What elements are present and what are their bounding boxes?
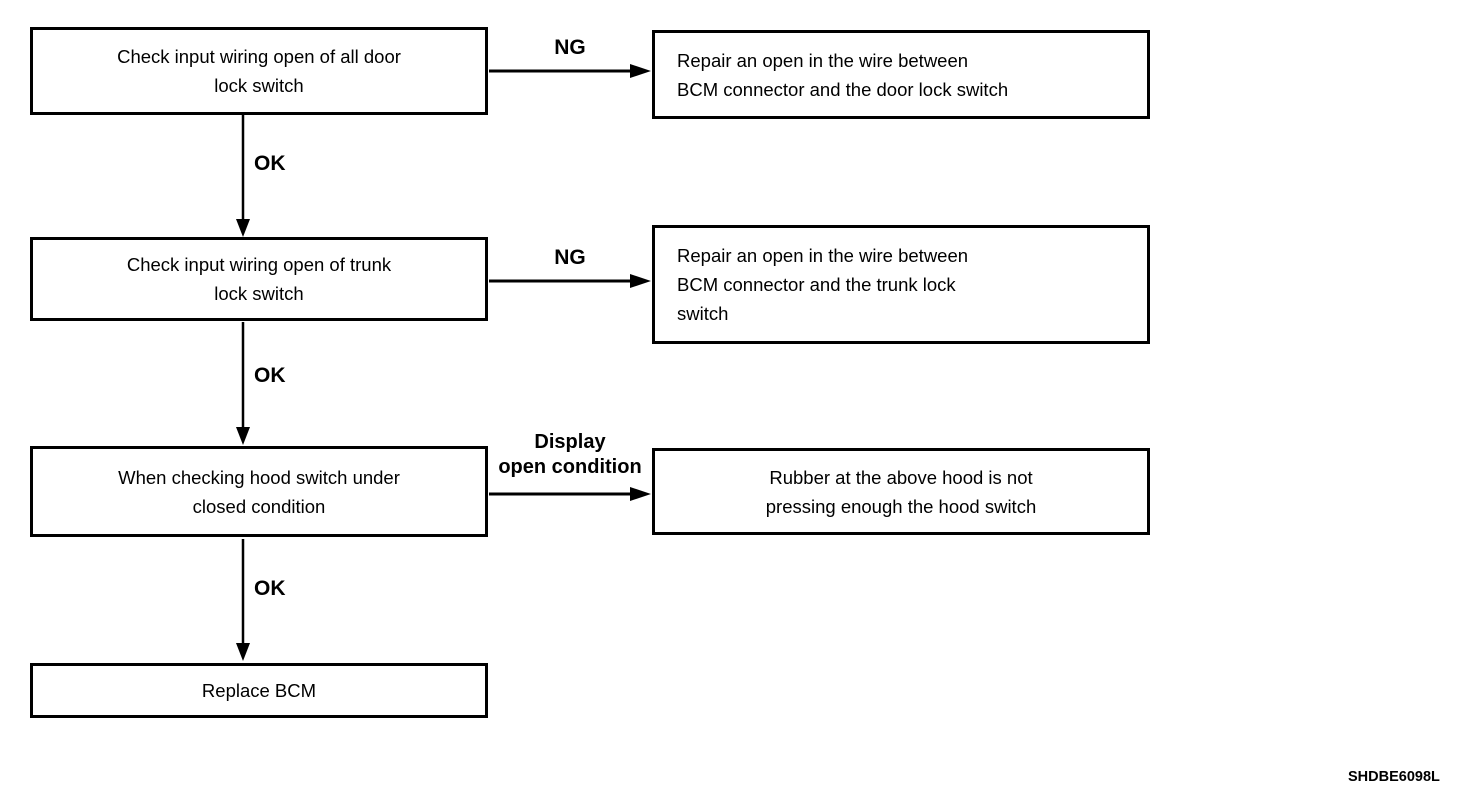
- flow-box-text: lock switch: [214, 75, 304, 96]
- arrow-ok-3: [236, 539, 250, 661]
- flow-box-text: When checking hood switch under: [118, 466, 400, 488]
- flow-box-repair-door-lock-wire: Repair an open in the wire between BCM c…: [652, 30, 1150, 119]
- flow-box-text: Repair an open in the wire between: [677, 245, 969, 266]
- edge-label-display-open-condition: Display open condition: [478, 430, 662, 480]
- edge-label-ok-1: OK: [254, 152, 286, 175]
- flow-box-text: Check input wiring open of trunk: [126, 254, 392, 275]
- arrow-ok-2: [236, 322, 250, 445]
- flow-box-hood-rubber-not-pressing: Rubber at the above hood is not pressing…: [652, 448, 1150, 535]
- flow-box-text: lock switch: [214, 283, 304, 304]
- arrow-display-open-condition: [489, 487, 651, 501]
- flow-box-text: Check input wiring open of all door: [117, 46, 401, 67]
- edge-label-ng-2: NG: [554, 246, 586, 269]
- edge-label-ok-3: OK: [254, 577, 286, 600]
- edge-label-ng-1: NG: [554, 36, 586, 59]
- flow-box-text: BCM connector and the trunk lock: [677, 274, 956, 295]
- edge-label-text: Display: [534, 431, 606, 453]
- flow-box-text: Repair an open in the wire between: [677, 49, 969, 71]
- edge-label-ok-2: OK: [254, 364, 286, 387]
- flow-box-replace-bcm: Replace BCM: [30, 663, 488, 718]
- flow-box-text: Rubber at the above hood is not: [769, 466, 1033, 488]
- flow-box-text: Replace BCM: [201, 680, 317, 701]
- flow-box-text: BCM connector and the door lock switch: [677, 78, 1009, 100]
- arrow-ng-2: [489, 274, 651, 288]
- edge-label-text: open condition: [498, 456, 642, 478]
- flow-box-check-trunk-lock-wiring: Check input wiring open of trunk lock sw…: [30, 237, 488, 321]
- flow-box-check-door-lock-wiring: Check input wiring open of all door lock…: [30, 27, 488, 115]
- flow-box-text: closed condition: [192, 495, 326, 517]
- flow-box-text: pressing enough the hood switch: [765, 495, 1037, 517]
- flow-box-text: switch: [677, 303, 729, 324]
- flow-box-check-hood-switch: When checking hood switch under closed c…: [30, 446, 488, 537]
- flow-box-repair-trunk-lock-wire: Repair an open in the wire between BCM c…: [652, 225, 1150, 344]
- arrow-ng-1: [489, 64, 651, 78]
- figure-code: SHDBE6098L: [1348, 769, 1440, 785]
- arrow-ok-1: [236, 115, 250, 237]
